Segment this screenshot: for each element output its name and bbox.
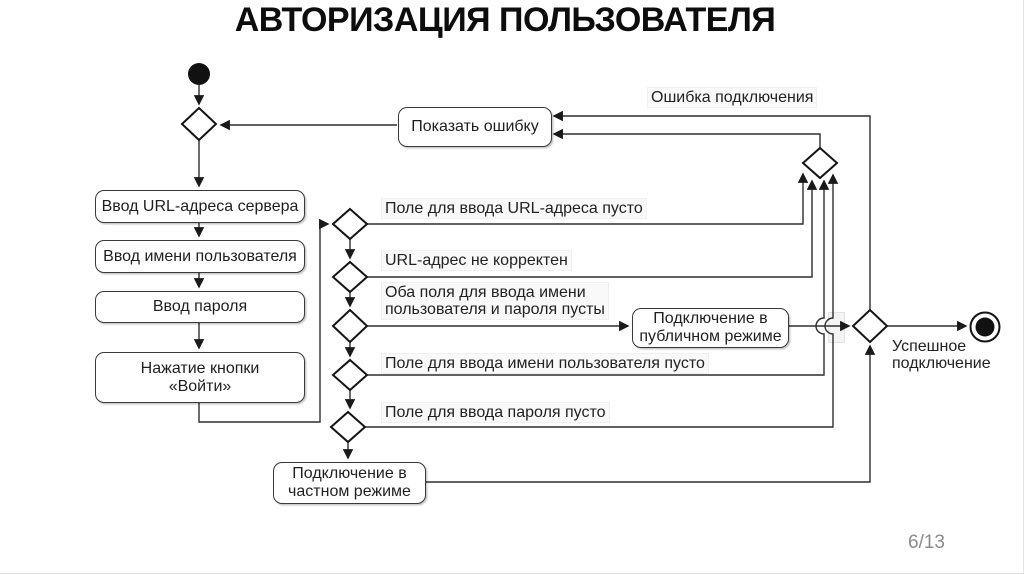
label-both-fields-empty: Оба поля для ввода имени пользователя и … <box>381 282 609 320</box>
edge-username-empty-to-errormerge <box>367 179 830 376</box>
label-password-empty: Поле для ввода пароля пусто <box>381 402 610 423</box>
edge-connection-error-to-showerror <box>552 110 871 310</box>
label-url-invalid: URL-адрес не корректен <box>381 250 572 271</box>
edge-login-to-decision1 <box>198 218 330 423</box>
merge-diamond-errors <box>801 146 839 180</box>
action-press-login: Нажатие кнопки «Войти» <box>95 352 305 403</box>
decision-password-empty <box>329 410 367 444</box>
merge-diamond-restart <box>180 106 218 142</box>
end-node <box>975 317 995 337</box>
start-node <box>188 63 210 85</box>
page-title: АВТОРИЗАЦИЯ ПОЛЬЗОВАТЕЛЯ <box>234 1 776 39</box>
decision-url-invalid <box>331 260 369 294</box>
page-number: 6/13 <box>908 532 945 553</box>
action-enter-username: Ввод имени пользователя <box>95 240 305 273</box>
label-success: Успешное подключение <box>892 338 991 372</box>
edge-url-empty-to-errormerge <box>367 172 809 225</box>
action-connect-public: Подключение в публичном режиме <box>632 308 789 348</box>
label-username-empty: Поле для ввода имени пользователя пусто <box>381 353 709 374</box>
label-connection-error: Ошибка подключения <box>647 87 818 108</box>
decision-url-empty <box>331 207 369 241</box>
edge-url-invalid-to-errormerge <box>367 179 818 278</box>
decision-username-empty <box>331 358 369 392</box>
edge-errormerge-to-showerror <box>552 128 821 148</box>
action-enter-url: Ввод URL-адреса сервера <box>95 190 305 223</box>
action-enter-password: Ввод пароля <box>95 291 305 323</box>
edge-password-empty-to-errormerge <box>365 173 839 428</box>
label-url-empty: Поле для ввода URL-адреса пусто <box>381 198 647 219</box>
decision-connection-result <box>851 308 889 344</box>
decision-both-empty <box>331 308 369 344</box>
edge-private-to-successdecision <box>424 344 876 483</box>
action-show-error: Показать ошибку <box>398 107 552 147</box>
action-connect-private: Подключение в частном режиме <box>273 462 426 504</box>
